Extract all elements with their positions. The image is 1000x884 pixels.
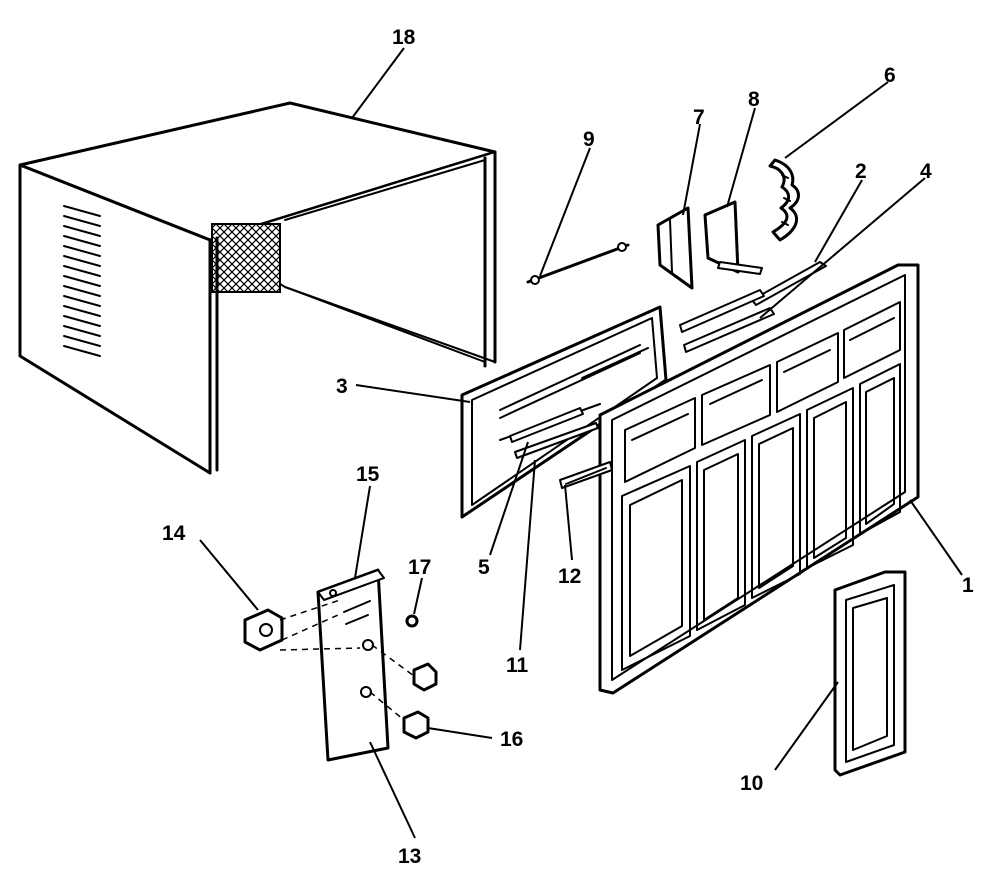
bracket-part-7 <box>656 206 694 290</box>
callout-3: 3 <box>336 375 348 398</box>
callout-15: 15 <box>356 463 380 486</box>
callout-1: 1 <box>962 574 974 597</box>
callout-labels: 18 9 7 8 6 2 4 3 5 12 11 1 10 15 14 17 1… <box>162 26 974 868</box>
switch-part-14 <box>243 608 284 652</box>
front-grille-part-1 <box>598 263 920 695</box>
callout-6: 6 <box>884 64 896 87</box>
control-panel-part-13 <box>316 568 390 762</box>
callout-12: 12 <box>558 565 581 588</box>
callout-5: 5 <box>478 556 490 579</box>
cabinet-part-18 <box>18 101 497 475</box>
callout-7: 7 <box>693 106 705 129</box>
knob-upper <box>412 662 438 692</box>
assembly-lines <box>279 599 415 721</box>
hinge-strip-part-6 <box>768 158 800 242</box>
rod-part-9 <box>526 242 630 285</box>
louver-part-4 <box>679 289 775 353</box>
callout-9: 9 <box>583 128 595 151</box>
door-part-10 <box>833 570 907 777</box>
callout-17: 17 <box>408 556 431 579</box>
knob-part-16 <box>402 710 430 740</box>
callout-4: 4 <box>920 160 932 183</box>
callout-18: 18 <box>392 26 416 49</box>
side-louvers <box>63 205 101 357</box>
callout-14: 14 <box>162 522 186 545</box>
louver-part-2 <box>751 261 827 306</box>
bracket-part-8 <box>703 200 763 275</box>
callout-11: 11 <box>506 654 529 677</box>
callout-8: 8 <box>748 88 760 111</box>
callout-2: 2 <box>855 160 867 183</box>
louver-part-12 <box>559 461 613 489</box>
callout-16: 16 <box>500 728 523 751</box>
knob-part-17 <box>405 614 419 628</box>
rod-part-11 <box>514 422 599 459</box>
callout-10: 10 <box>740 772 763 795</box>
callout-13: 13 <box>398 845 421 868</box>
leader-lines <box>199 47 963 839</box>
louver-part-5 <box>509 407 584 443</box>
